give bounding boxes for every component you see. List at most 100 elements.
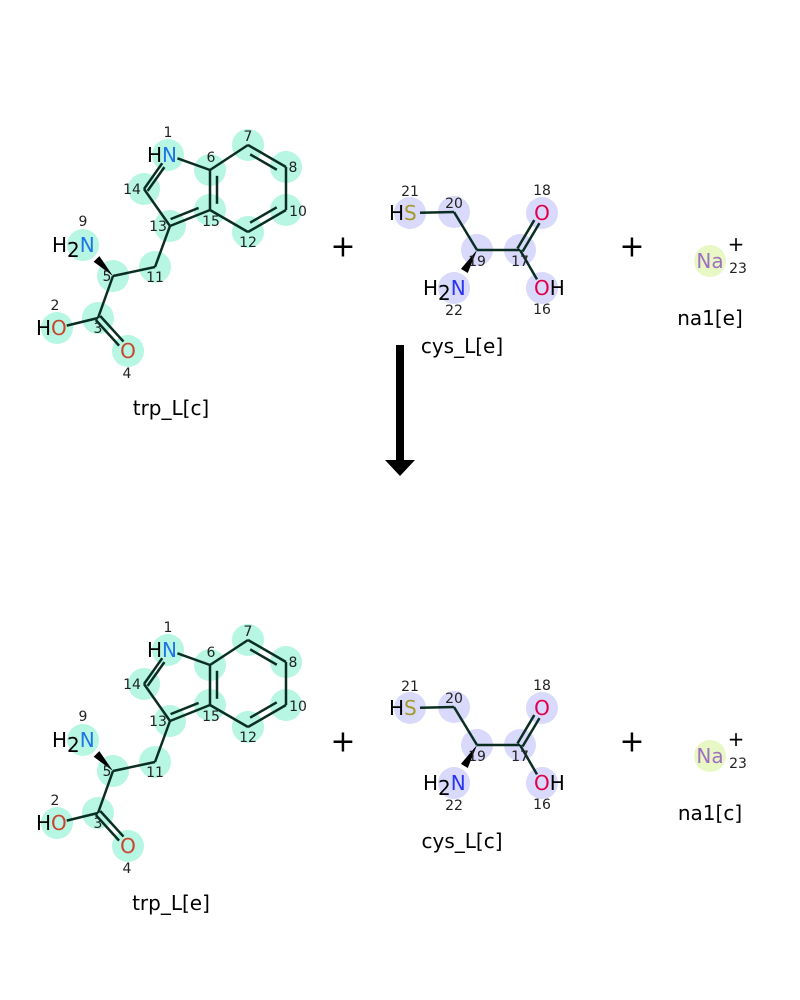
single-bond <box>247 703 287 729</box>
atom-label-n: HN <box>147 638 177 662</box>
hydrogen: H <box>423 771 438 795</box>
plus-sign: + <box>619 725 644 760</box>
single-bond <box>176 157 211 172</box>
atom-index: 16 <box>533 302 551 318</box>
atom-highlight <box>526 272 558 304</box>
element-symbol: Na <box>696 249 723 273</box>
element-symbol: O <box>534 771 550 795</box>
atom-index: 21 <box>401 184 419 200</box>
single-bond <box>176 652 211 667</box>
atom-index: 16 <box>533 797 551 813</box>
element-symbol: O <box>51 316 67 340</box>
charge-sign: + <box>728 232 745 256</box>
atom-index: 11 <box>146 270 164 286</box>
atom-index: 15 <box>202 214 220 230</box>
atom-index: 19 <box>468 749 486 765</box>
single-bond <box>209 638 249 667</box>
aromatic-inner-bond <box>146 661 166 687</box>
element-symbol: O <box>534 276 550 300</box>
atom-highlight <box>112 830 144 862</box>
hydrogen: H <box>147 638 162 662</box>
atom-label-o: OH <box>534 771 565 795</box>
hydrogen: H <box>147 143 162 167</box>
atom-index: 8 <box>289 160 298 176</box>
single-bond <box>142 162 164 190</box>
atom-index: 14 <box>123 182 141 198</box>
atom-index: 20 <box>445 691 463 707</box>
atom-index: 7 <box>244 624 253 640</box>
element-symbol: O <box>534 696 550 720</box>
atom-index: 11 <box>146 765 164 781</box>
hydrogen: H <box>389 696 404 720</box>
double-bond <box>94 814 120 842</box>
element-symbol: N <box>80 233 95 257</box>
single-bond <box>169 208 211 228</box>
atom-index: 1 <box>164 125 173 141</box>
atom-index: 13 <box>149 219 167 235</box>
atom-index: 18 <box>533 183 551 199</box>
metabolite-name: trp_L[c] <box>133 396 210 420</box>
atom-index: 8 <box>289 655 298 671</box>
atom-label-o: HO <box>36 811 67 835</box>
atom-label-o: O <box>120 339 136 363</box>
atom-index: 3 <box>94 816 103 832</box>
double-bond <box>516 219 536 250</box>
atom-label-o: O <box>534 201 550 225</box>
hydrogen: H <box>389 201 404 225</box>
atom-index: 4 <box>123 861 132 877</box>
element-symbol: S <box>404 201 417 225</box>
atom-label-na: Na <box>696 744 723 768</box>
double-bond <box>94 319 120 347</box>
atom-index: 6 <box>207 150 216 166</box>
double-bond <box>521 717 541 748</box>
single-bond <box>96 770 115 814</box>
element-symbol: N <box>451 276 466 300</box>
atom-index: 14 <box>123 677 141 693</box>
atom-index: 17 <box>511 749 529 765</box>
atom-index: 2 <box>51 793 60 809</box>
aromatic-inner-bond <box>170 206 200 221</box>
plus-sign: + <box>330 725 355 760</box>
atom-label-n: H2N <box>423 276 466 305</box>
atom-index: 4 <box>123 366 132 382</box>
atom-index: 21 <box>401 679 419 695</box>
element-symbol: N <box>451 771 466 795</box>
atom-label-n: H2N <box>52 728 95 757</box>
single-bond <box>96 275 115 319</box>
single-bond <box>66 811 99 822</box>
atom-index: 7 <box>244 129 253 145</box>
atom-index: 17 <box>511 254 529 270</box>
single-bond <box>112 760 156 773</box>
hydrogen-count: 2 <box>67 733 80 757</box>
atom-label-n: H2N <box>423 771 466 800</box>
atom-index: 23 <box>729 261 747 277</box>
element-symbol: Na <box>696 744 723 768</box>
atom-index: 5 <box>103 269 112 285</box>
hydrogen: H <box>52 728 67 752</box>
atom-index: 12 <box>239 235 257 251</box>
single-bond <box>247 208 287 234</box>
atom-highlight <box>152 139 184 171</box>
atom-index: 18 <box>533 678 551 694</box>
double-bond <box>521 222 541 253</box>
metabolite-name: na1[c] <box>678 801 742 825</box>
atom-index: 20 <box>445 196 463 212</box>
single-bond <box>419 705 455 710</box>
atom-highlight <box>394 692 426 724</box>
aromatic-inner-bond <box>249 153 278 171</box>
atom-label-n: HN <box>147 143 177 167</box>
single-bond <box>112 265 156 278</box>
metabolite-name: cys_L[c] <box>422 829 503 853</box>
aromatic-inner-bond <box>170 701 200 716</box>
charge-sign: + <box>728 727 745 751</box>
atom-index: 3 <box>94 321 103 337</box>
atom-highlight <box>67 229 99 261</box>
atom-index: 10 <box>289 699 307 715</box>
single-bond <box>247 638 287 664</box>
atom-highlight <box>526 767 558 799</box>
hydrogen: H <box>52 233 67 257</box>
